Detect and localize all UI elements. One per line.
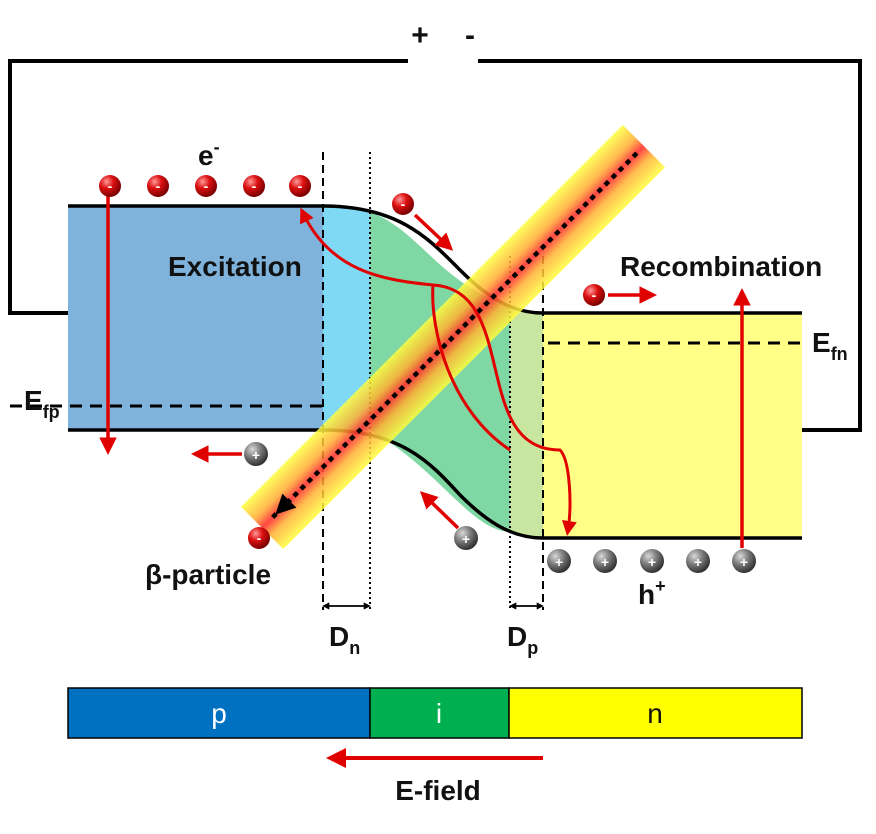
electron: - [99, 175, 121, 197]
svg-text:+: + [601, 554, 609, 570]
electron-drift-path-up [300, 207, 434, 287]
excitation-label: Excitation [168, 251, 302, 282]
svg-text:+: + [694, 554, 702, 570]
hole: + [686, 549, 710, 573]
i-layer-label: i [436, 698, 442, 729]
dn-label: Dn [329, 621, 360, 658]
electron-diag-arrow [413, 213, 454, 251]
electron: - [289, 175, 311, 197]
beta-arrow-head [275, 493, 297, 515]
svg-text:+: + [462, 531, 470, 547]
svg-text:-: - [298, 178, 303, 194]
fermi-p-label: Efp [24, 385, 60, 422]
svg-text:+: + [648, 554, 656, 570]
hole: + [244, 442, 268, 466]
n-depletion-band [510, 305, 543, 538]
band-diagram [10, 152, 808, 610]
electron-drift-path [431, 284, 511, 452]
dp-label: Dp [507, 621, 538, 658]
svg-text:-: - [252, 178, 257, 194]
svg-text:+: + [740, 554, 748, 570]
beta-particle-label: β-particle [145, 559, 271, 590]
hole: + [547, 549, 571, 573]
hole-diag-arrow [419, 491, 460, 530]
electron: - [195, 175, 217, 197]
hole: + [593, 549, 617, 573]
svg-text:-: - [156, 178, 161, 194]
carrier-arrows [99, 196, 751, 548]
svg-text:-: - [592, 287, 597, 303]
plus-terminal: + [411, 19, 429, 52]
beta-electron: - [248, 527, 270, 549]
hole: + [454, 526, 478, 550]
i-layer [369, 687, 510, 739]
hole-drift-path [432, 283, 577, 536]
dn-width-marker: Dn [322, 602, 371, 658]
n-region-band [543, 313, 802, 538]
carrier-paths [300, 207, 577, 536]
electron: - [147, 175, 169, 197]
p-depletion-band [323, 206, 370, 430]
svg-text:+: + [252, 447, 260, 463]
layer-stack: p i n [67, 687, 803, 739]
n-layer [508, 687, 803, 739]
external-circuit: + - [8, 19, 862, 432]
electron: - [243, 175, 265, 197]
svg-text:+: + [555, 554, 563, 570]
svg-text:-: - [204, 178, 209, 194]
beta-beam [240, 124, 666, 550]
p-layer-label: p [211, 698, 227, 729]
svg-text:-: - [401, 196, 406, 212]
holes: + + + + + + + [244, 442, 756, 573]
dp-width-marker: Dp [507, 602, 544, 658]
svg-text:-: - [257, 530, 262, 546]
fermi-n-label: Efn [812, 327, 848, 364]
n-layer-label: n [647, 698, 663, 729]
hole: + [732, 549, 756, 573]
electron: - [392, 193, 414, 215]
minus-terminal: - [465, 19, 475, 52]
hole-label: h+ [638, 576, 666, 610]
p-region-band [68, 206, 323, 430]
electrons: - - - - - - - - [99, 175, 605, 549]
hole: + [640, 549, 664, 573]
p-layer [67, 687, 371, 739]
svg-text:-: - [108, 178, 113, 194]
electron: - [583, 284, 605, 306]
e-field-label: E-field [395, 775, 481, 806]
recombination-label: Recombination [620, 251, 822, 282]
electron-label: e- [198, 137, 220, 171]
